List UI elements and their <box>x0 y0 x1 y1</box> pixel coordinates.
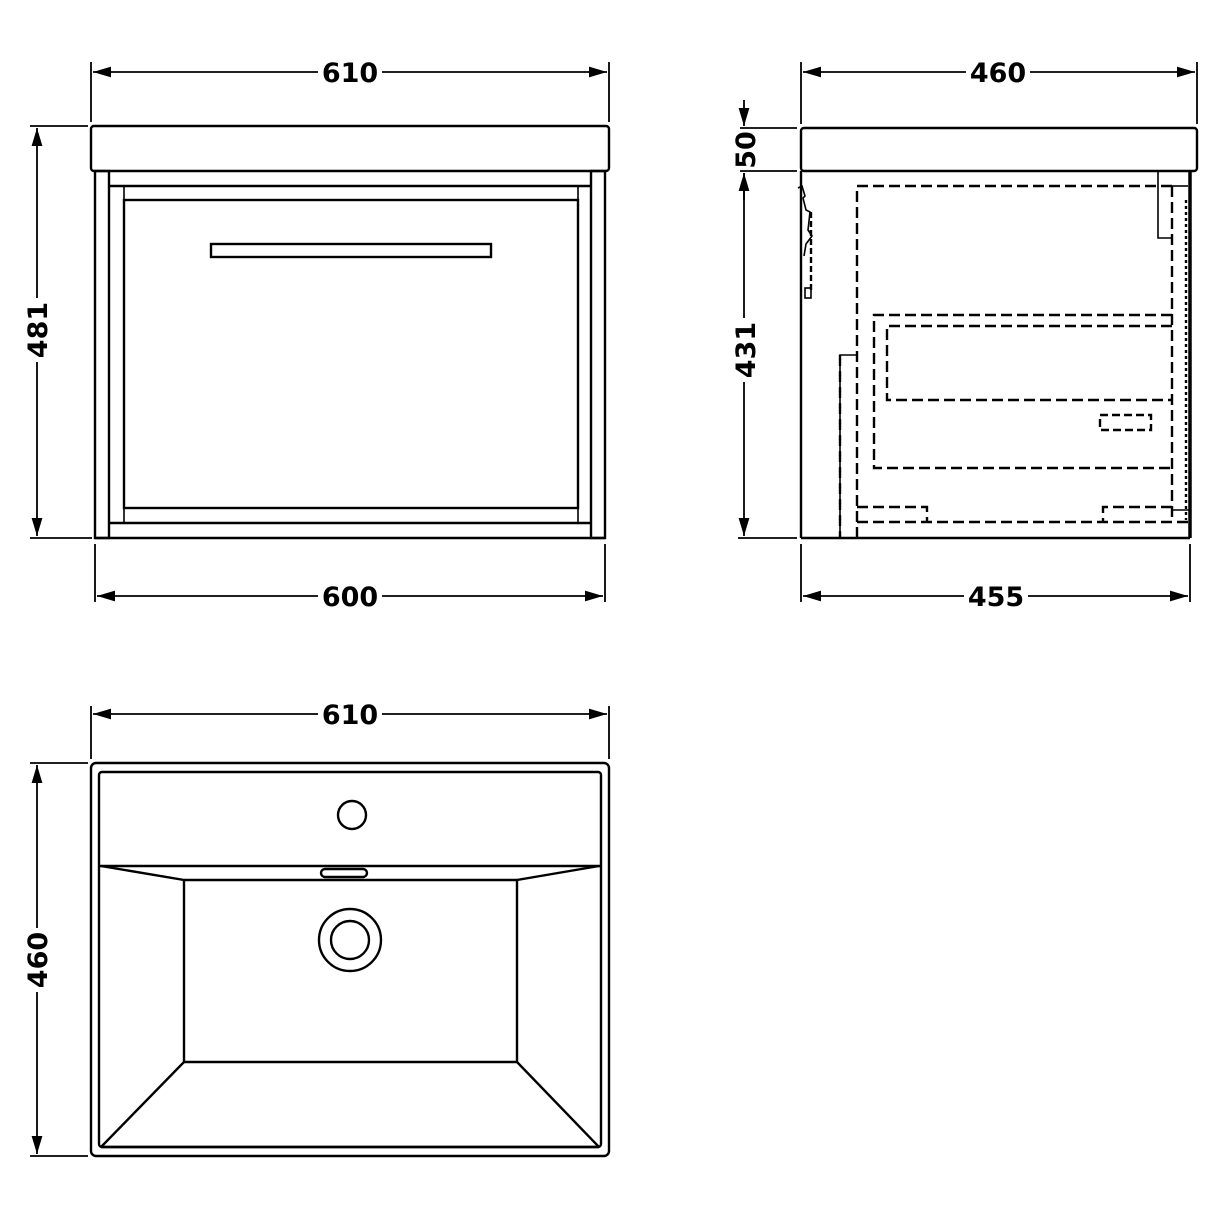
tap-hole-icon <box>336 799 368 831</box>
side-hidden-drawer <box>872 313 1172 470</box>
front-view: 610 600 481 <box>20 56 611 613</box>
drawer-handle <box>209 242 493 259</box>
side-basin-top <box>799 126 1199 173</box>
side-bottom-depth-label: 455 <box>968 582 1024 613</box>
side-hidden-carcass <box>855 184 1172 538</box>
plan-depth-label: 460 <box>23 932 54 988</box>
overflow-slot-icon <box>319 867 369 879</box>
front-basin-top <box>89 124 611 173</box>
front-left-frame-post <box>93 169 111 540</box>
plan-basin-outline <box>89 761 611 1158</box>
front-height-label: 481 <box>23 302 54 358</box>
plan-view: 610 460 <box>20 698 611 1158</box>
waste-outer-icon <box>317 907 383 973</box>
front-right-frame-post <box>589 169 607 540</box>
side-basin-height-label: 50 <box>731 131 762 169</box>
side-cabinet-height-label: 431 <box>731 322 762 378</box>
waste-inner-icon <box>329 919 371 961</box>
front-top-width-label: 610 <box>322 58 378 89</box>
front-bottom-width-label: 600 <box>322 582 378 613</box>
front-drawer <box>122 198 580 510</box>
side-top-depth-label: 460 <box>970 58 1026 89</box>
wall-bracket-icon <box>797 184 813 257</box>
side-view: 460 455 50 431 <box>728 56 1199 613</box>
plan-width-label: 610 <box>322 700 378 731</box>
